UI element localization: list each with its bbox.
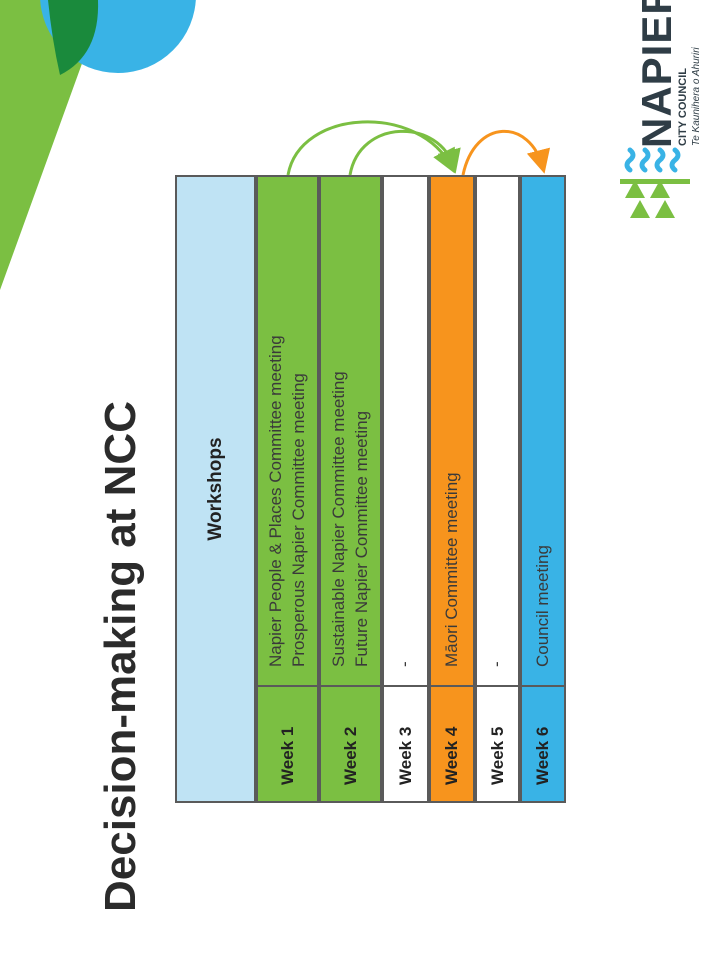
logo-subtitle: CITY COUNCIL bbox=[677, 67, 689, 146]
arrow-week1-to-week4 bbox=[286, 120, 455, 176]
logo-tagline: Te Kaunihera o Ahuriri bbox=[691, 47, 702, 146]
arrow-week4-to-week6 bbox=[461, 129, 551, 176]
logo-name: NAPIER bbox=[633, 0, 680, 148]
arrow-week2-to-week4 bbox=[348, 129, 461, 176]
napier-logo-icon bbox=[620, 147, 690, 218]
